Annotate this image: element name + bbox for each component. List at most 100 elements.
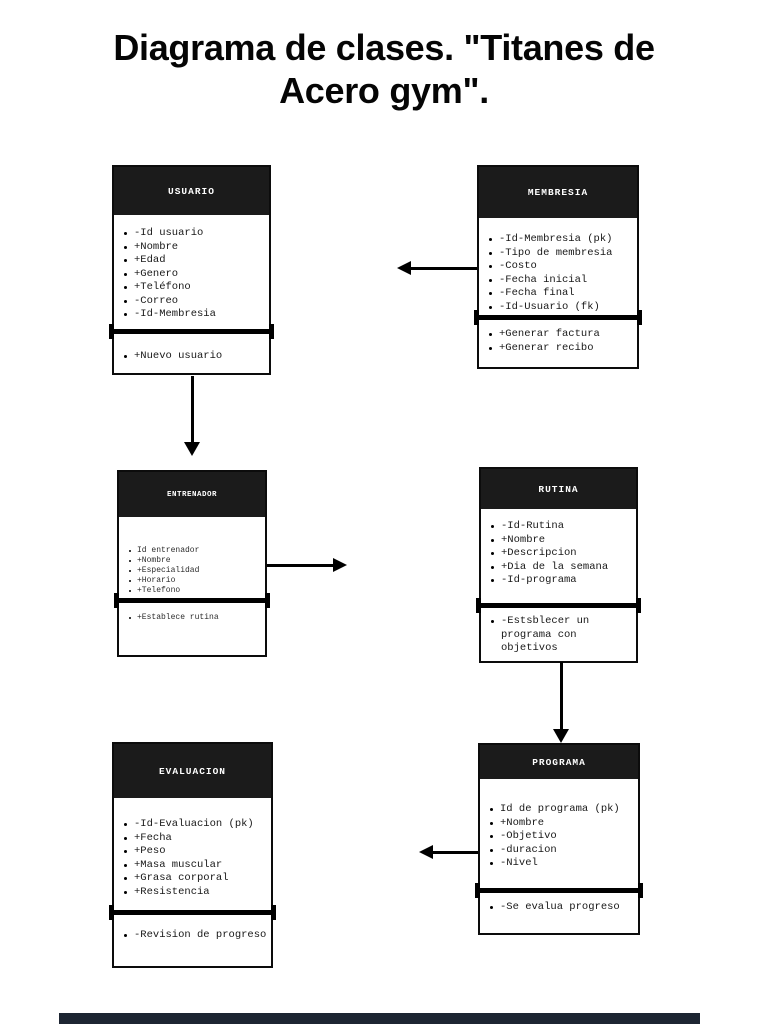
arrowhead-down-icon (553, 729, 569, 743)
list-text: +Masa muscular (134, 858, 223, 871)
bullet-icon (490, 844, 500, 852)
bullet-icon (489, 233, 499, 241)
list-text: -Objetivo (500, 830, 557, 842)
bullet-icon (129, 546, 137, 552)
list-text: -Id-Usuario (fk) (499, 300, 600, 313)
list-row: +Edad (124, 254, 265, 268)
list-row: -Se evalua progreso (490, 901, 634, 915)
page-title: Diagrama de clases. "Titanes de Acero gy… (113, 27, 655, 112)
class-programa-methods: -Se evalua progreso (490, 901, 634, 915)
bullet-icon (124, 832, 134, 840)
list-text: -Tipo de membresia (499, 246, 613, 259)
list-row: -Correo (124, 295, 265, 309)
list-text: -Id-Evaluacion (pk) (134, 818, 254, 830)
connector-line (410, 267, 477, 270)
list-row: +Especialidad (129, 566, 261, 576)
list-text: +Resistencia (134, 885, 210, 898)
list-text: -duracion (500, 843, 557, 856)
class-membresia-attributes: -Id-Membresia (pk)-Tipo de membresia-Cos… (489, 233, 633, 314)
list-row: +Establece rutina (129, 613, 261, 623)
list-row: +Generar factura (489, 328, 633, 342)
bullet-icon (124, 818, 134, 826)
bullet-icon (489, 342, 499, 350)
class-membresia-header: MEMBRESIA (479, 167, 637, 218)
bullet-icon (124, 929, 134, 937)
bullet-icon (489, 260, 499, 268)
bullet-icon (491, 520, 501, 528)
class-rutina: RUTINA -Id-Rutina+Nombre+Descripcion+Dia… (476, 467, 641, 663)
bullet-icon (129, 586, 137, 592)
class-evaluacion: EVALUACION -Id-Evaluacion (pk)+Fecha+Pes… (109, 742, 276, 968)
bullet-icon (124, 350, 134, 358)
list-row: -Fecha inicial (489, 274, 633, 288)
list-text: +Nombre (137, 556, 171, 565)
list-row: +Nombre (129, 556, 261, 566)
bullet-icon (129, 613, 137, 619)
class-rutina-header: RUTINA (481, 469, 636, 509)
list-row: +Teléfono (124, 281, 265, 295)
list-text: +Telefono (137, 586, 181, 595)
bullet-icon (129, 576, 137, 582)
class-programa-name: PROGRAMA (532, 756, 586, 768)
class-rutina-name: RUTINA (538, 483, 579, 495)
list-text: +Genero (134, 267, 179, 280)
list-row: +Nuevo usuario (124, 350, 265, 364)
bullet-icon (491, 574, 501, 582)
bullet-icon (491, 534, 501, 542)
list-row: +Generar recibo (489, 342, 633, 356)
bullet-icon (124, 308, 134, 316)
connector-line (432, 851, 478, 854)
list-row: +Masa muscular (124, 859, 267, 873)
list-text: +Fecha (134, 831, 172, 844)
bullet-icon (489, 328, 499, 336)
bullet-icon (124, 886, 134, 894)
list-text: -Correo (134, 294, 179, 307)
bullet-icon (129, 556, 137, 562)
list-text: +Generar factura (499, 328, 600, 340)
list-row: +Descripcion (491, 547, 632, 561)
class-usuario-methods: +Nuevo usuario (124, 350, 265, 364)
bullet-icon (489, 247, 499, 255)
list-text: Id de programa (pk) (500, 803, 620, 815)
bullet-icon (124, 295, 134, 303)
class-evaluacion-header: EVALUACION (114, 744, 271, 798)
class-programa-attributes: Id de programa (pk)+Nombre-Objetivo-dura… (490, 803, 634, 871)
list-row: -Revision de progreso (124, 929, 267, 943)
bullet-icon (489, 287, 499, 295)
class-rutina-attributes: -Id-Rutina+Nombre+Descripcion+Dia de la … (491, 520, 632, 588)
list-text: -Costo (499, 260, 537, 272)
list-text: +Nuevo usuario (134, 350, 223, 362)
list-text: +Descripcion (501, 547, 577, 559)
list-row: +Fecha (124, 832, 267, 846)
list-row: -Fecha final (489, 287, 633, 301)
connector-line (191, 376, 194, 443)
class-evaluacion-name: EVALUACION (158, 765, 226, 777)
bullet-icon (124, 845, 134, 853)
list-text: -Id usuario (134, 227, 204, 239)
class-rutina-methods: -Estsblecer un programa con objetivos (491, 615, 632, 656)
list-text: +Nombre (500, 816, 545, 829)
class-entrenador-attributes: Id entrenador+Nombre+Especialidad+Horari… (129, 546, 261, 596)
bullet-icon (124, 281, 134, 289)
list-row: +Resistencia (124, 886, 267, 900)
list-text: Id entrenador (137, 546, 200, 555)
bullet-icon (490, 830, 500, 838)
bullet-icon (489, 301, 499, 309)
list-text: -Nivel (500, 857, 538, 869)
list-row: +Peso (124, 845, 267, 859)
bullet-icon (490, 817, 500, 825)
list-row: +Nombre (124, 241, 265, 255)
bullet-icon (490, 857, 500, 865)
list-text: -Se evalua progreso (500, 901, 620, 913)
class-membresia-divider (474, 310, 642, 325)
class-entrenador-methods: +Establece rutina (129, 613, 261, 623)
connector-line (267, 564, 333, 567)
list-text: +Horario (137, 576, 176, 585)
list-row: -Objetivo (490, 830, 634, 844)
list-text: -Id-Rutina (501, 520, 565, 532)
bullet-icon (124, 227, 134, 235)
bullet-icon (124, 268, 134, 276)
class-entrenador-divider (114, 593, 270, 608)
list-row: +Grasa corporal (124, 872, 267, 886)
